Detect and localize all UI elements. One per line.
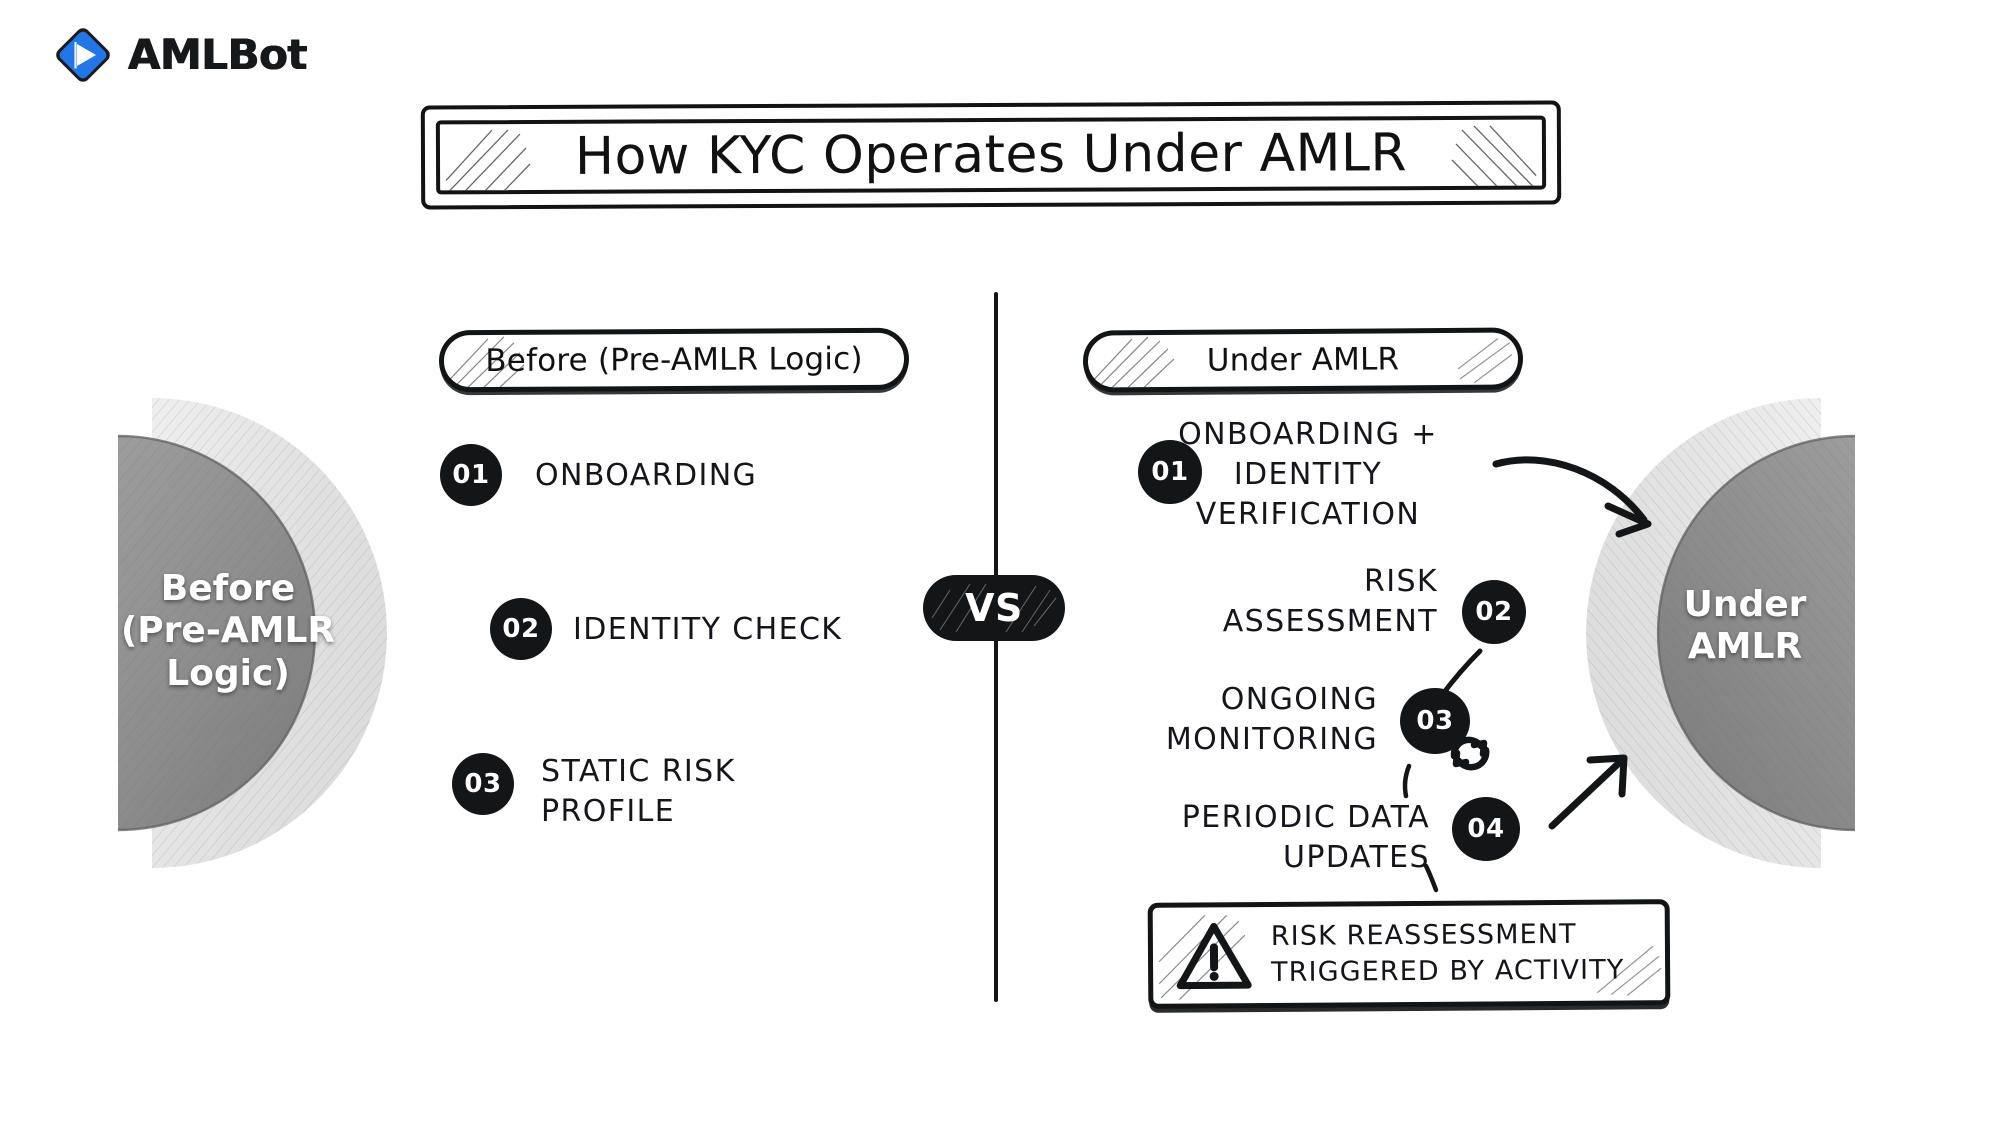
under-step-04-number: 04 bbox=[1467, 814, 1505, 844]
connector-03-04 bbox=[1402, 763, 1412, 799]
under-section-pill: Under AMLR bbox=[1082, 327, 1524, 393]
before-step-03-number: 03 bbox=[464, 769, 502, 799]
arrow-to-disc-bottom-icon bbox=[1548, 754, 1628, 830]
under-step-04-number-badge: 04 bbox=[1452, 797, 1520, 861]
before-step-02-label: IDENTITY CHECK bbox=[573, 612, 843, 647]
under-step-04-label: PERIODIC DATA UPDATES bbox=[1181, 800, 1430, 875]
before-step-01-label: ONBOARDING bbox=[535, 458, 758, 493]
page-title: How KYC Operates Under AMLR bbox=[574, 123, 1408, 187]
panel-divider bbox=[994, 292, 998, 1002]
vs-label: VS bbox=[965, 586, 1023, 630]
before-step-02-number-badge: 02 bbox=[490, 598, 552, 660]
before-step-03-label: STATIC RISK PROFILE bbox=[541, 754, 736, 829]
under-step-01-number-badge: 01 bbox=[1138, 440, 1202, 504]
title-frame-outer: How KYC Operates Under AMLR bbox=[420, 100, 1562, 210]
under-step-03-number: 03 bbox=[1416, 706, 1454, 736]
under-step-02-label: RISK ASSESSMENT bbox=[1222, 564, 1438, 639]
hatch-decoration-pill-before bbox=[449, 336, 525, 390]
under-step-01-label: ONBOARDING + IDENTITY VERIFICATION bbox=[1178, 417, 1438, 532]
risk-reassessment-callout: RISK REASSESSMENT TRIGGERED BY ACTIVITY bbox=[1147, 899, 1671, 1009]
before-disc-label: Before (Pre-AMLR Logic) bbox=[120, 568, 336, 694]
under-section-label: Under AMLR bbox=[1206, 341, 1400, 379]
risk-reassessment-label: RISK REASSESSMENT TRIGGERED BY ACTIVITY bbox=[1270, 918, 1625, 988]
title-frame-inner: How KYC Operates Under AMLR bbox=[435, 115, 1547, 195]
before-step-02-number: 02 bbox=[502, 614, 540, 644]
before-section-pill: Before (Pre-AMLR Logic) bbox=[438, 327, 910, 393]
under-step-02-number: 02 bbox=[1475, 597, 1513, 627]
before-step-01-number-badge: 01 bbox=[440, 444, 502, 506]
vs-hatch-texture bbox=[931, 583, 1057, 633]
hatch-decoration-pill-under-right bbox=[1457, 338, 1513, 384]
warning-triangle-icon bbox=[1176, 922, 1252, 990]
before-step-01-number: 01 bbox=[452, 460, 490, 490]
brand-name: AMLBot bbox=[128, 30, 308, 79]
hatch-decoration-pill-under-left bbox=[1093, 336, 1175, 390]
play-diamond-icon bbox=[52, 24, 114, 86]
vs-badge: VS bbox=[926, 578, 1062, 638]
connector-04-callout bbox=[1423, 863, 1439, 893]
hatch-decoration-callout-right bbox=[1596, 945, 1662, 996]
under-disc-label: Under AMLR bbox=[1683, 584, 1807, 668]
before-section-label: Before (Pre-AMLR Logic) bbox=[485, 341, 863, 379]
refresh-cycle-icon bbox=[1450, 736, 1490, 771]
hatch-decoration-top-right bbox=[1451, 125, 1537, 195]
under-step-03-label: ONGOING MONITORING bbox=[1165, 682, 1378, 757]
hatch-decoration-top-left bbox=[445, 129, 531, 195]
before-half-disc: Before (Pre-AMLR Logic) bbox=[117, 398, 438, 868]
under-step-02-number-badge: 02 bbox=[1462, 580, 1526, 644]
before-step-03-number-badge: 03 bbox=[452, 753, 514, 815]
arrow-to-disc-top-icon bbox=[1492, 456, 1652, 538]
brand-logo: AMLBot bbox=[52, 24, 308, 86]
under-step-01-number: 01 bbox=[1151, 457, 1189, 487]
